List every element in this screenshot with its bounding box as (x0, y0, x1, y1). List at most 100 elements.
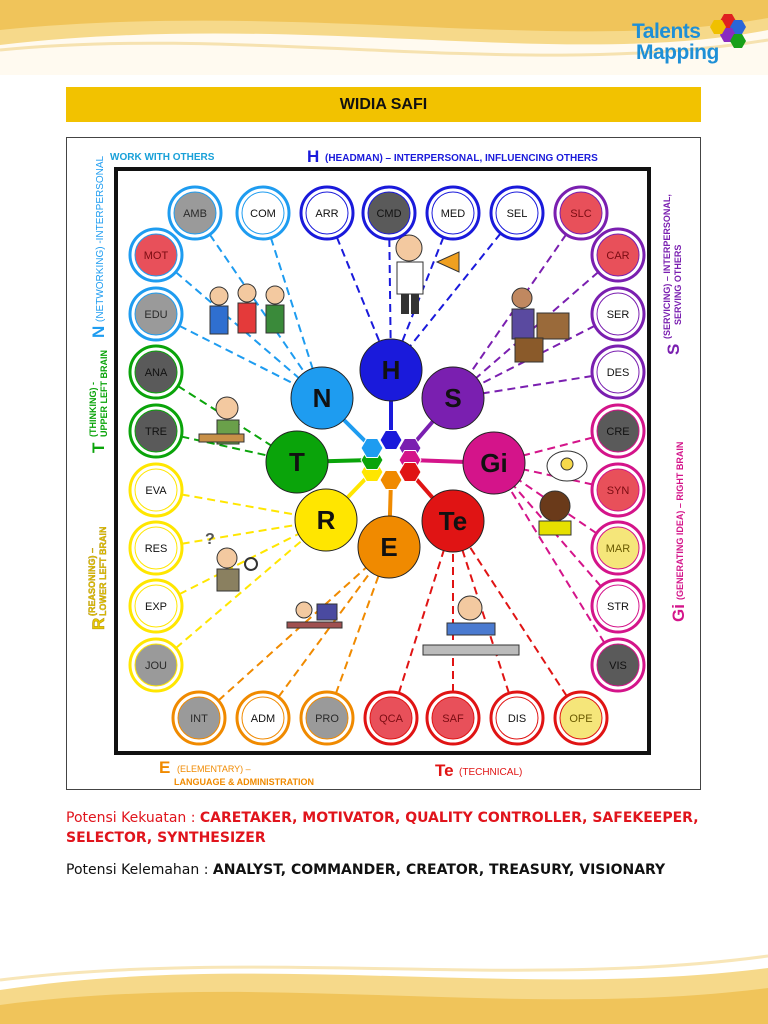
e-description-label-1: (ELEMENTARY) – (177, 764, 251, 774)
n-description-label: (NETWORKING) -INTERPERSONAL (95, 155, 106, 322)
talent-fill (305, 191, 349, 235)
headman-megaphone-illustration (395, 234, 460, 314)
thinking-student-illustration (198, 396, 245, 445)
talent-code: AMB (183, 208, 207, 220)
talent-code: DIS (508, 713, 526, 725)
cluster-label: S (444, 383, 461, 413)
strengths-text: Potensi Kekuatan : CARETAKER, MOTIVATOR,… (66, 808, 706, 848)
connector-line (452, 254, 619, 399)
r-description-label-2: LOWER LEFT BRAIN (98, 527, 108, 617)
cluster-label: T (289, 447, 305, 477)
cluster-label: H (382, 355, 401, 385)
talent-code: PRO (315, 713, 339, 725)
connector-line (326, 212, 392, 371)
talent-ser: SER (590, 286, 646, 342)
e-letter-label: E (159, 758, 170, 777)
s-description-label-2: SERVING OTHERS (673, 245, 683, 325)
cluster-label: Te (439, 506, 467, 536)
person-name: WIDIA SAFI (339, 95, 428, 113)
connector-line (452, 371, 619, 399)
talent-fill (367, 191, 411, 235)
weaknesses-text: Potensi Kelemahan : ANALYST, COMMANDER, … (66, 860, 706, 880)
talent-fill (134, 409, 178, 453)
talents-diagram: WORK WITH OTHERS H (HEADMAN) – INTERPERS… (66, 137, 701, 790)
talent-code: MAR (606, 543, 631, 555)
cluster-circle (290, 366, 354, 430)
inner-square (114, 167, 651, 755)
cluster-h: H (359, 338, 423, 402)
connector-line (194, 212, 323, 399)
team-people-illustration (209, 283, 285, 335)
s-description-label-1: (SERVICING) – INTERPERSONAL, (662, 194, 672, 339)
talent-mot: MOT (128, 227, 184, 283)
talent-vis: VIS (590, 637, 646, 693)
talent-fill (305, 696, 349, 740)
connector-line (452, 212, 582, 399)
talent-code: MED (441, 208, 466, 220)
talent-fill (431, 696, 475, 740)
connector-line (155, 313, 323, 399)
talent-des: DES (590, 344, 646, 400)
cluster-circle (421, 489, 485, 553)
strengths-value: CARETAKER, MOTIVATOR, QUALITY CONTROLLER… (66, 810, 699, 846)
talent-code: VIS (609, 660, 627, 672)
connector-line (198, 546, 390, 719)
talent-saf: SAF (425, 690, 481, 746)
talent-code: ANA (145, 367, 168, 379)
cluster-circle (294, 488, 358, 552)
talents-diagram-svg: WORK WITH OTHERS H (HEADMAN) – INTERPERS… (87, 147, 688, 787)
cluster-s: S (421, 366, 485, 430)
talent-fill (241, 191, 285, 235)
talent-fill (495, 191, 539, 235)
talent-fill (596, 350, 640, 394)
connector-line (155, 519, 327, 666)
talents-mapping-logo: Talents Mapping (628, 12, 748, 68)
talent-fill (134, 468, 178, 512)
talent-fill (596, 584, 640, 628)
talent-code: MOT (144, 250, 169, 262)
talent-fill (431, 191, 475, 235)
talent-fill (369, 696, 413, 740)
talent-fill (134, 584, 178, 628)
talent-code: ADM (251, 713, 275, 725)
talent-adm: ADM (235, 690, 291, 746)
talent-car: CAR (590, 227, 646, 283)
weaknesses-label: Potensi Kelemahan : (66, 862, 213, 878)
talent-code: EXP (145, 601, 167, 613)
talent-code: EVA (145, 485, 167, 497)
weaknesses-value: ANALYST, COMMANDER, CREATOR, TREASURY, V… (212, 862, 666, 878)
t-description-label-1: (THINKING) - (88, 382, 98, 437)
talent-eva: EVA (128, 462, 184, 518)
cluster-te: Te (421, 489, 485, 553)
talent-fill (134, 292, 178, 336)
connector-line (390, 212, 518, 371)
r-letter-label: R (89, 618, 108, 630)
talent-fill (559, 696, 603, 740)
work-with-others-label: WORK WITH OTHERS (110, 152, 215, 163)
talent-code: SER (607, 309, 630, 321)
cluster-t: T (265, 430, 329, 494)
connector-line (493, 462, 619, 666)
brand-line2: Mapping (636, 41, 719, 64)
e-description-label-2: LANGUAGE & ADMINISTRATION (174, 777, 314, 787)
talent-pro: PRO (299, 690, 355, 746)
talent-arr: ARR (299, 185, 355, 241)
talent-code: RES (145, 543, 168, 555)
talent-code: SAF (442, 713, 464, 725)
talent-fill (177, 696, 221, 740)
cluster-label: Gi (480, 448, 507, 478)
talent-fill (596, 292, 640, 336)
talent-fill (596, 233, 640, 277)
hub-hexagon (379, 470, 403, 490)
talent-fill (134, 350, 178, 394)
talent-fill (241, 696, 285, 740)
s-letter-label: S (664, 344, 683, 355)
talent-exp: EXP (128, 578, 184, 634)
talent-res: RES (128, 520, 184, 576)
hub-hexagon (360, 438, 384, 458)
talent-code: CAR (606, 250, 629, 262)
talent-amb: AMB (167, 185, 223, 241)
talent-fill (596, 409, 640, 453)
talent-code: CMD (376, 208, 401, 220)
